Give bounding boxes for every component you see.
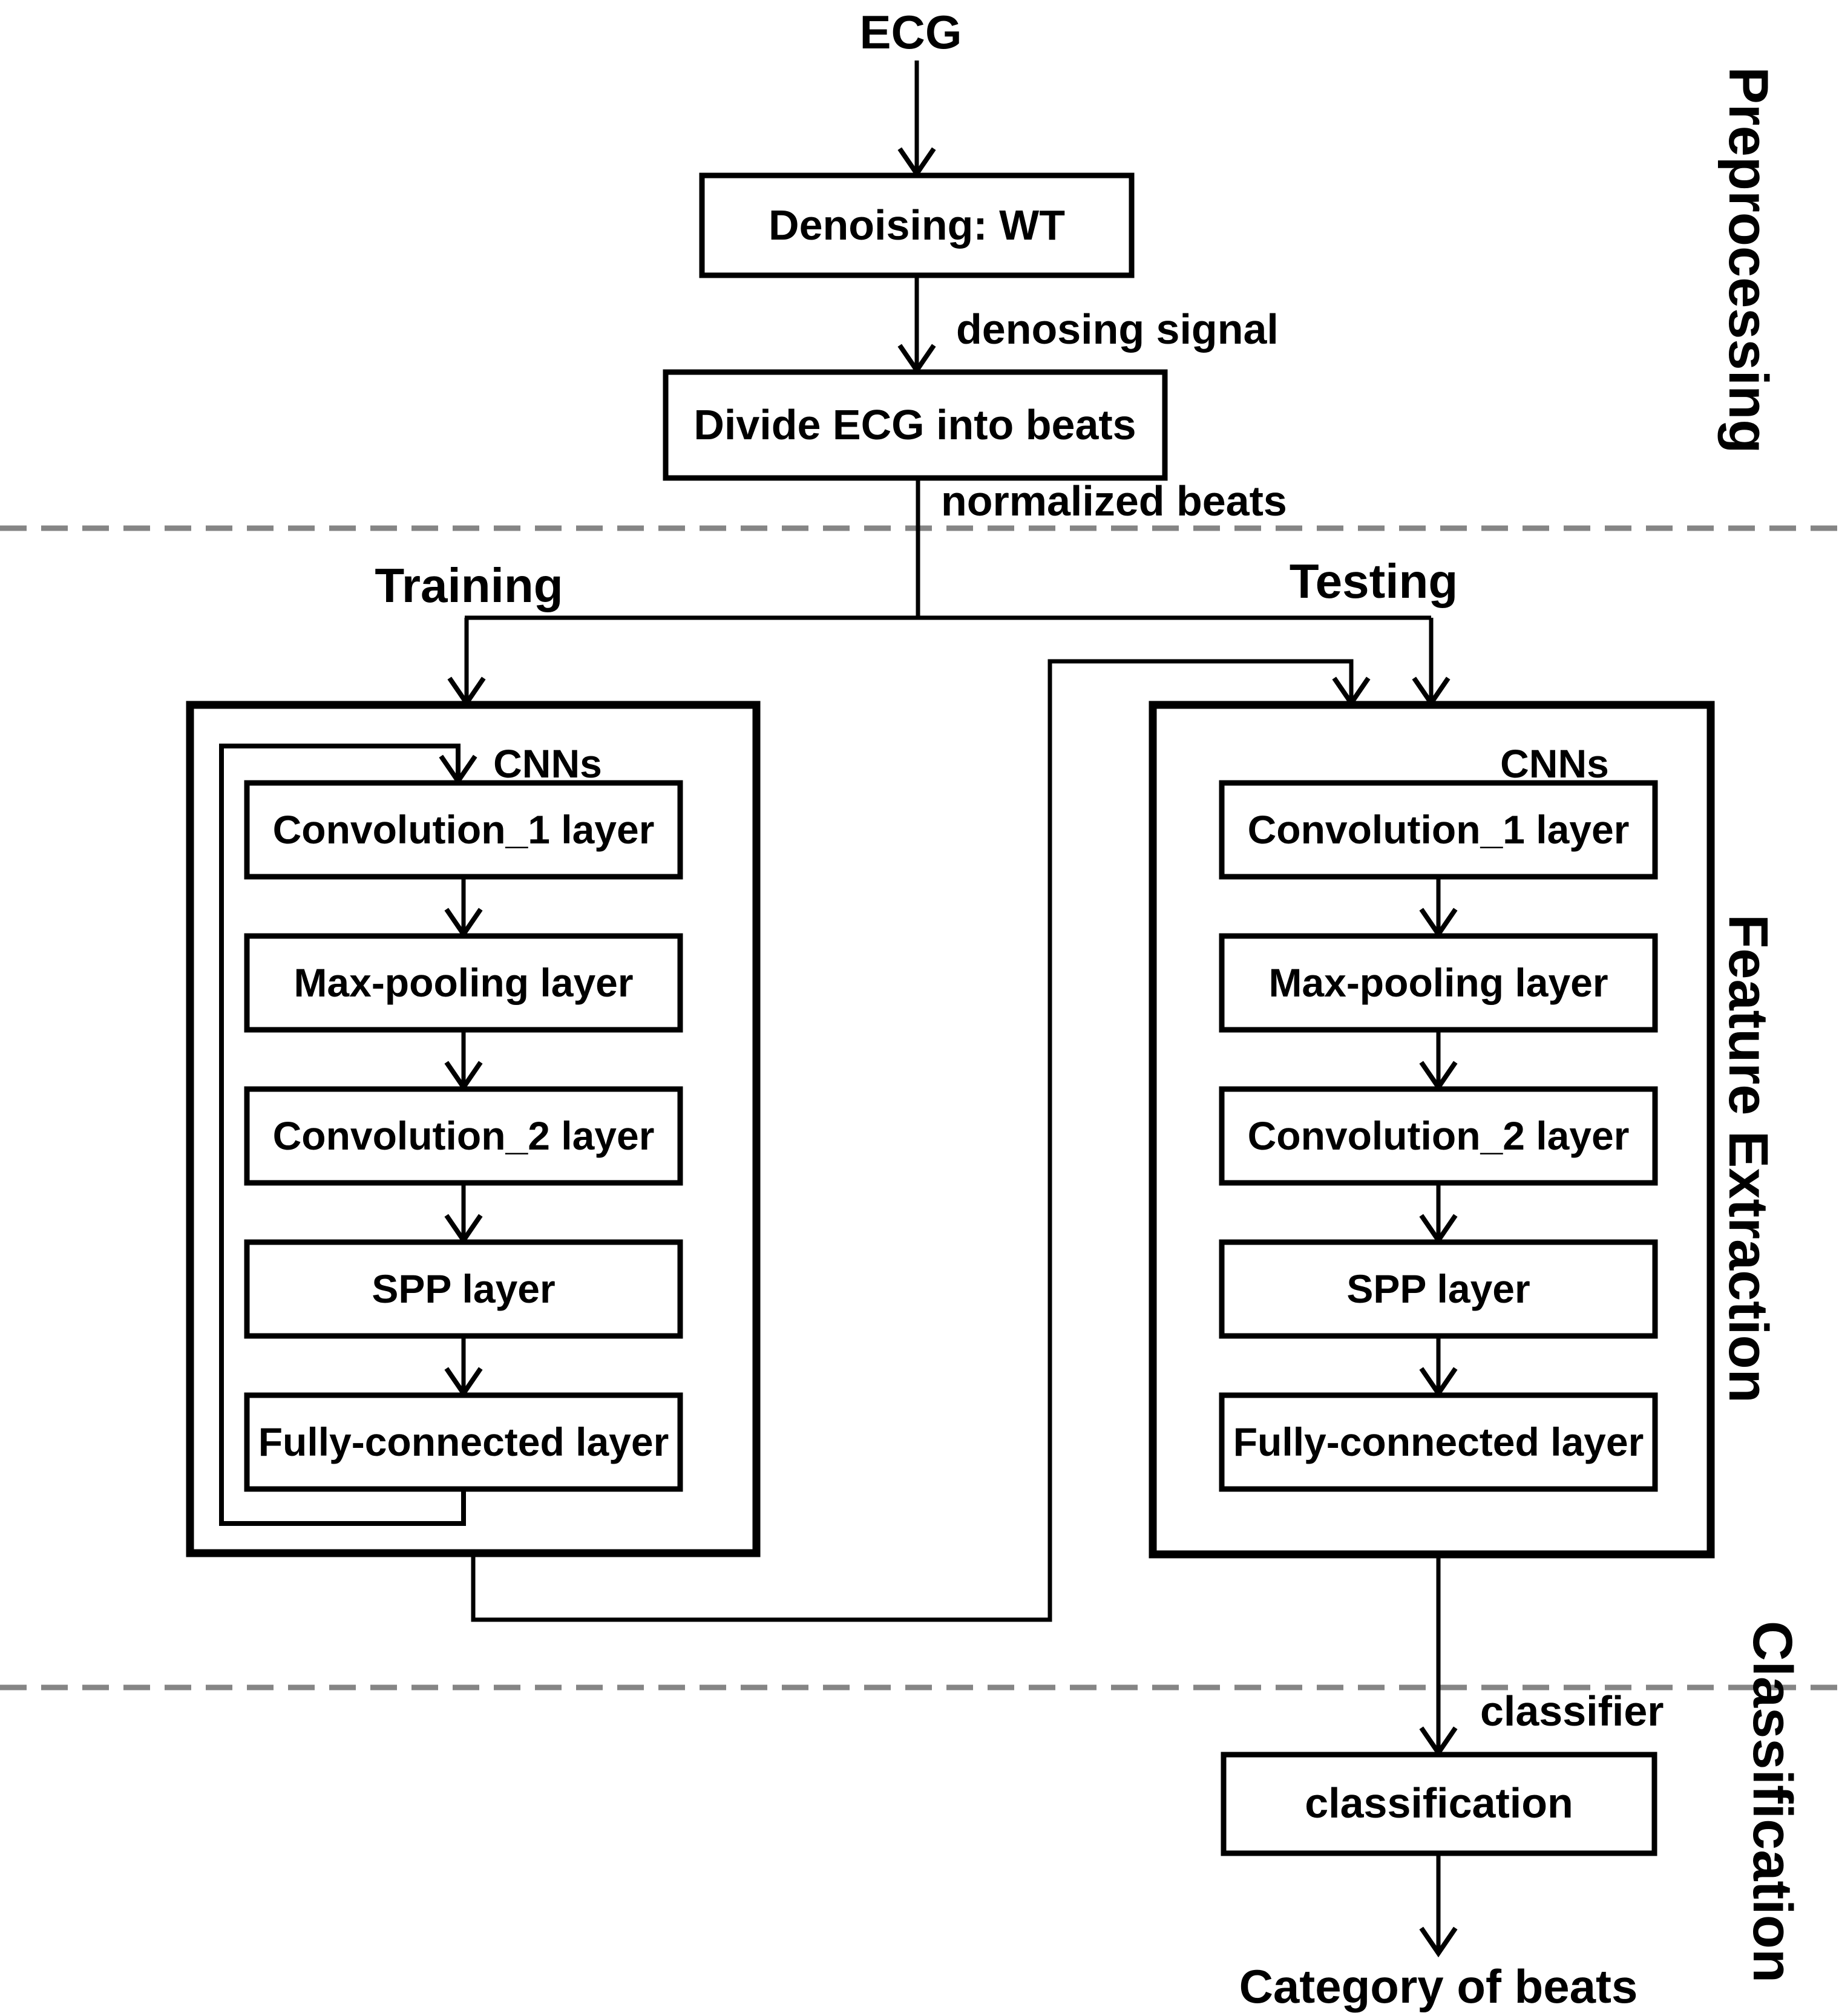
training-spp-label: SPP layer (372, 1266, 555, 1311)
training-conv2-label: Convolution_2 layer (273, 1113, 655, 1158)
testing-maxpool-box (1219, 933, 1658, 1033)
training-maxpool-box (244, 933, 683, 1033)
testing-conv1-label: Convolution_1 layer (1248, 807, 1630, 852)
denoising-label: Denoising: WT (769, 201, 1065, 249)
testing-cnn-box (1149, 701, 1715, 1559)
testing-label: Testing (1290, 554, 1458, 608)
training-fc-label: Fully-connected layer (258, 1419, 669, 1464)
divide-label: Divide ECG into beats (693, 401, 1136, 448)
denosing-signal-label: denosing signal (956, 306, 1279, 353)
training-conv2-box (244, 1086, 683, 1186)
testing-spp-label: SPP layer (1346, 1266, 1530, 1311)
arrow-classification-to-category (1419, 1853, 1458, 1958)
training-conv1-box (244, 780, 683, 880)
classifier-label: classifier (1480, 1687, 1664, 1735)
training-fc-box (244, 1392, 683, 1492)
testing-conv2-label: Convolution_2 layer (1248, 1113, 1630, 1158)
testing-fc-box (1219, 1392, 1658, 1492)
testing-spp-box (1219, 1239, 1658, 1339)
testing-cnn-title: CNNs (1500, 741, 1609, 786)
training-conv1-label: Convolution_1 layer (273, 807, 655, 852)
section-feature-extraction: Feature Extraction (1717, 914, 1779, 1403)
classification-box (1221, 1752, 1657, 1856)
training-maxpool-label: Max-pooling layer (293, 960, 633, 1005)
training-cnn-title: CNNs (493, 741, 602, 786)
section-classification: Classification (1742, 1621, 1803, 1983)
divide-box (663, 369, 1168, 481)
testing-fc-label: Fully-connected layer (1233, 1419, 1644, 1464)
section-preprocessing: Preprocessing (1717, 67, 1779, 453)
category-label: Category of beats (1239, 1960, 1638, 2013)
training-label: Training (375, 558, 563, 612)
normalized-beats-label: normalized beats (941, 477, 1287, 525)
ecg-label: ECG (859, 5, 962, 59)
training-spp-box (244, 1239, 683, 1339)
testing-maxpool-label: Max-pooling layer (1268, 960, 1608, 1005)
classification-label: classification (1305, 1779, 1573, 1827)
